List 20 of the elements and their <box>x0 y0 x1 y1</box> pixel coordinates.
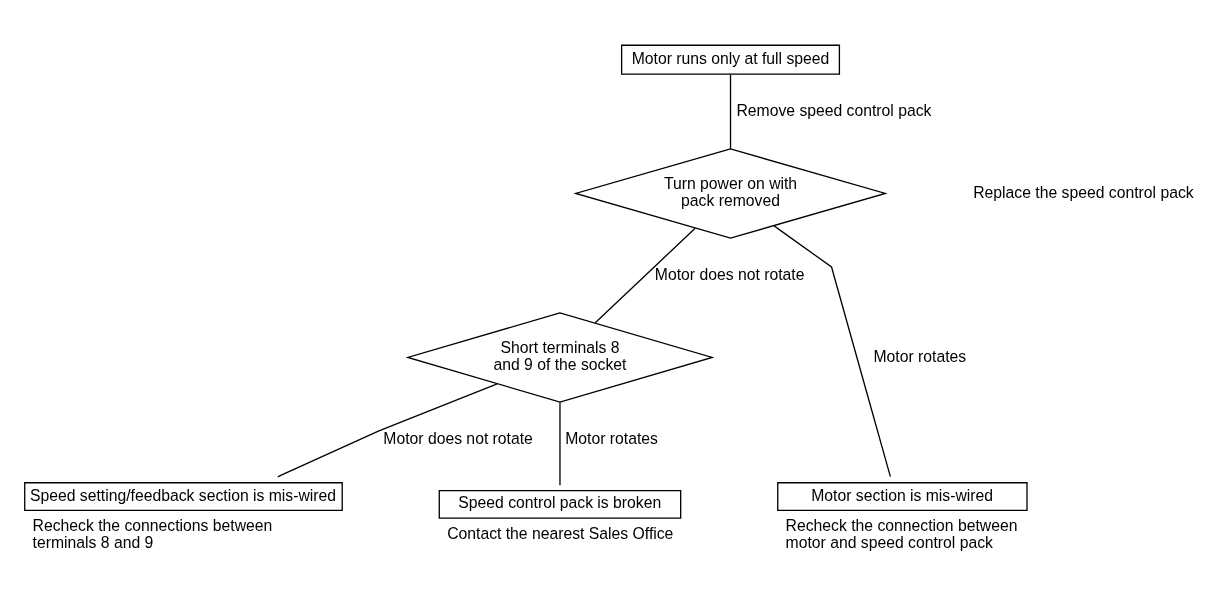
edge-label: Motor does not rotate <box>383 429 533 447</box>
edge-label: Motor rotates <box>565 429 658 447</box>
node-diamond: Turn power on with pack removed <box>573 147 888 239</box>
node-diamond: Short terminals 8 and 9 of the socket <box>405 311 715 403</box>
connector <box>729 73 732 149</box>
edge-label: Motor rotates <box>873 347 967 365</box>
connector <box>594 227 696 323</box>
node-label: Contact the nearest Sales Office <box>447 524 674 542</box>
edge-label: Remove speed control pack <box>736 101 932 119</box>
node-box: Speed control pack is broken <box>438 489 682 519</box>
connector <box>773 224 891 477</box>
connector <box>277 382 498 477</box>
connector <box>559 401 561 486</box>
node-box: Motor runs only at full speed <box>620 44 841 75</box>
label: Replace the speed control pack <box>973 183 1194 201</box>
node-label: Recheck the connection between motor and speed control pack <box>785 516 1018 551</box>
node-box: Speed setting/feedback section is mis-wired <box>24 481 343 511</box>
node-box: Motor section is mis-wired <box>777 481 1028 511</box>
node-label: Recheck the connections between terminals 8 and 9 <box>32 516 273 551</box>
edge-label: Motor does not rotate <box>654 265 805 283</box>
